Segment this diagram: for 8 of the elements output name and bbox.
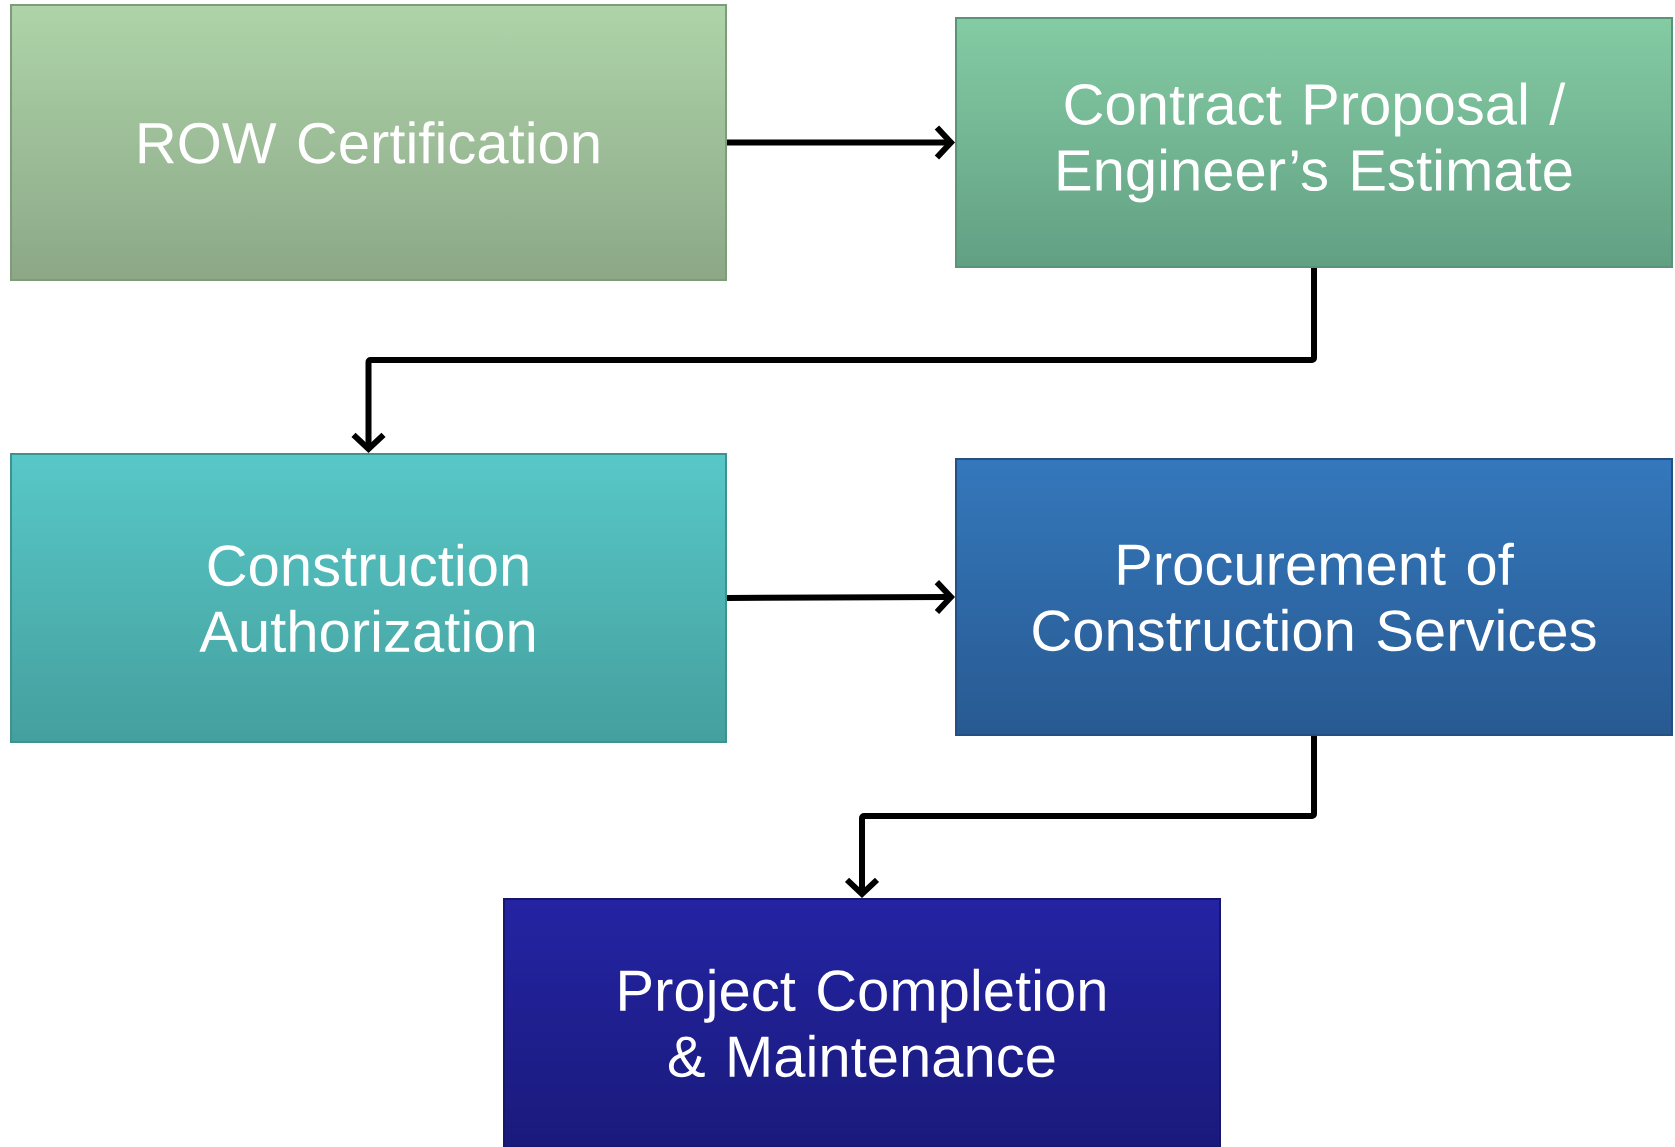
process-box: Project Completion & Maintenance	[503, 898, 1221, 1147]
process-box: Procurement of Construction Services	[955, 458, 1673, 736]
process-box: Construction Authorization	[10, 453, 727, 743]
arrow	[844, 736, 1317, 898]
process-box: ROW Certification	[10, 4, 727, 281]
arrow	[727, 125, 955, 160]
arrow	[727, 580, 955, 615]
process-box: Contract Proposal / Engineer’s Estimate	[955, 17, 1673, 268]
